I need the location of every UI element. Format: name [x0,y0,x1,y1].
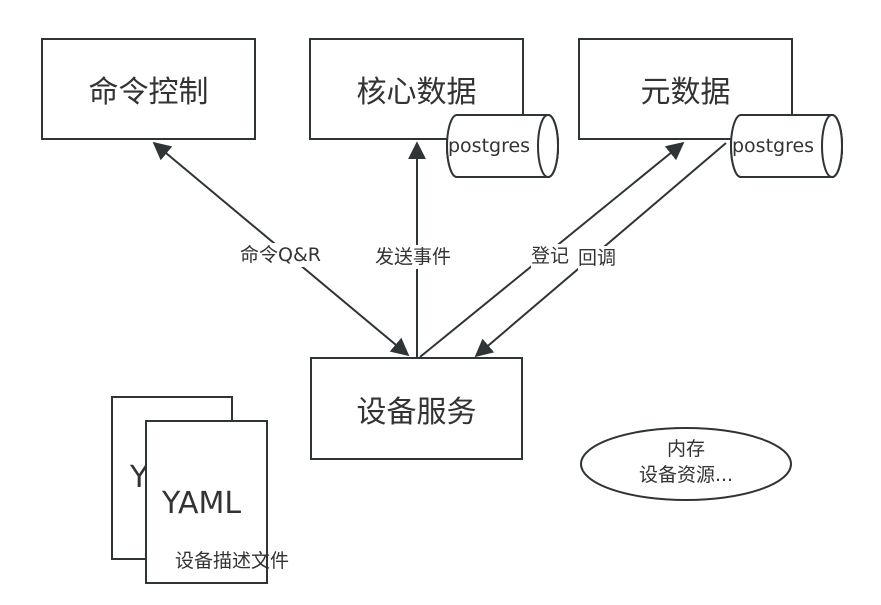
edge-label-send-events: 发送事件 [375,245,452,269]
yaml-doc-front-label: YAML [162,486,242,521]
edge-label-command-qr: 命令Q&R [240,243,321,267]
edge-label-register: 登记 [531,244,570,268]
metadata-db-label: postgres [732,135,815,157]
memory-line-2: 设备资源... [638,464,734,486]
memory-line-1: 内存 [666,438,705,460]
command-control-label: 命令控制 [88,75,209,110]
command-control-node: 命令控制 [41,38,256,140]
memory-ellipse [580,427,792,501]
memory-text: 内存 设备资源... [596,436,776,488]
yaml-doc-front: YAML [145,420,268,584]
yaml-doc-caption: 设备描述文件 [175,550,290,572]
metadata-node: 元数据 [578,38,793,140]
core-data-db-label: postgres [448,135,531,157]
metadata-label: 元数据 [640,75,731,110]
edge-label-callback: 回调 [578,246,617,270]
device-service-node: 设备服务 [310,357,523,460]
core-data-node: 核心数据 [309,38,524,140]
device-service-label: 设备服务 [356,394,477,430]
core-data-label: 核心数据 [356,75,477,110]
yaml-doc-back-label: Y [130,460,149,495]
